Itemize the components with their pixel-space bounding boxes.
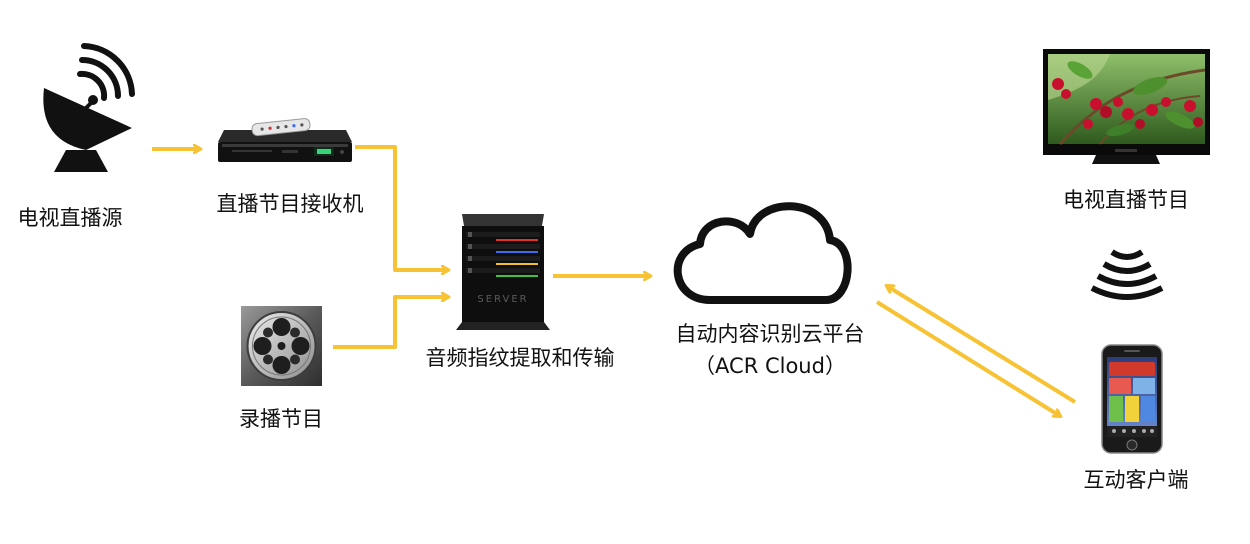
label-tv: 电视直播节目 xyxy=(1063,188,1189,212)
set-top-box-icon xyxy=(218,118,352,162)
label-broadcast-source: 电视直播源 xyxy=(17,206,123,230)
label-phone: 互动客户端 xyxy=(1083,468,1189,492)
television-icon xyxy=(1043,49,1210,164)
satellite-dish-icon xyxy=(43,43,135,172)
film-reel-icon xyxy=(241,306,322,386)
label-cloud-line1: 自动内容识别云平台 xyxy=(675,322,865,346)
server-tower-icon: SERVER xyxy=(456,214,550,330)
label-receiver: 直播节目接收机 xyxy=(216,192,364,216)
wireless-signal-icon xyxy=(1090,249,1164,300)
cloud-icon xyxy=(673,202,852,304)
arrow-cloud-to-phone xyxy=(875,300,1060,416)
arrow-phone-to-cloud xyxy=(887,286,1077,404)
connectors xyxy=(152,145,1077,416)
arrow-recorded-to-server xyxy=(333,297,448,349)
label-recorded: 录播节目 xyxy=(239,407,323,431)
server-chassis-text: SERVER xyxy=(477,294,528,305)
label-cloud-line2: （ACR Cloud） xyxy=(694,354,846,378)
smartphone-icon xyxy=(1101,344,1163,454)
arrow-receiver-to-server xyxy=(355,145,448,270)
label-server: 音频指纹提取和传输 xyxy=(425,346,615,370)
